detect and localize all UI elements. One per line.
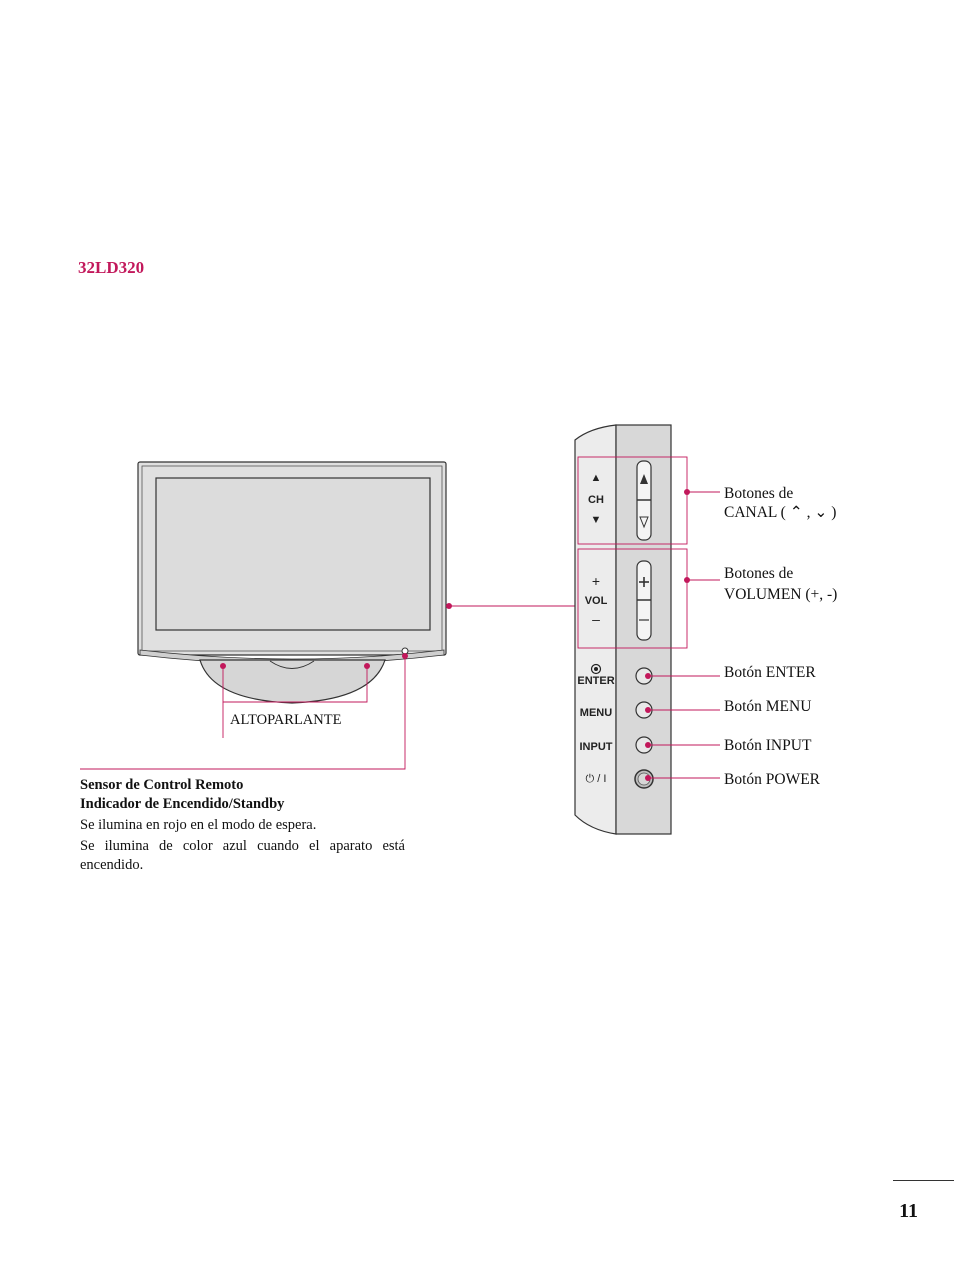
menu-button-label: Botón MENU	[724, 698, 812, 715]
ch-up-arrow-icon: ▲	[590, 472, 602, 484]
input-button-label: Botón INPUT	[724, 737, 812, 754]
power-symbol-icon: ⏻ / I	[585, 773, 607, 785]
page-number: 11	[899, 1200, 918, 1222]
vol-buttons-label: Botones de VOLUMEN (+, -)	[724, 564, 837, 604]
vol-label: VOL	[584, 595, 608, 607]
vol-buttons-line1: Botones de	[724, 565, 794, 582]
enter-label: ENTER	[577, 675, 615, 687]
power-on-description: Se ilumina de color azul cuando el apara…	[80, 838, 405, 873]
enter-button-label: Botón ENTER	[724, 664, 816, 681]
indicator-title: Indicador de Encendido/Standby	[80, 796, 285, 812]
model-title: 32LD320	[78, 258, 145, 277]
vol-minus-label: –	[592, 611, 600, 627]
sensor-callout	[80, 656, 406, 770]
vol-callout-box	[577, 548, 688, 649]
standby-description: Se ilumina en rojo en el modo de espera.	[80, 817, 317, 833]
ch-rocker	[636, 460, 652, 541]
ch-down-arrow-icon: ▼	[590, 514, 602, 526]
ch-label: CH	[588, 494, 604, 506]
input-label: INPUT	[579, 741, 613, 753]
menu-label: MENU	[579, 707, 613, 719]
vol-buttons-line2: VOLUMEN (+, -)	[724, 586, 838, 603]
vol-plus-label: +	[591, 573, 601, 589]
ch-buttons-line2: CANAL ( ⌃ , ⌄ )	[724, 504, 837, 521]
ch-callout-box	[577, 456, 688, 545]
ch-buttons-label: Botones de CANAL ( ⌃ , ⌄ )	[724, 484, 836, 522]
tv-front	[137, 461, 447, 665]
enter-symbol-icon	[590, 663, 602, 675]
vol-rocker	[636, 560, 652, 641]
speaker-label: ALTOPARLANTE	[230, 712, 342, 728]
sensor-title: Sensor de Control Remoto	[80, 777, 244, 793]
ch-buttons-line1: Botones de	[724, 485, 794, 502]
sensor-description: Sensor de Control Remoto Indicador de En…	[80, 776, 405, 875]
tv-screen	[155, 477, 431, 631]
tv-stand	[199, 659, 386, 704]
footer-rule	[893, 1180, 954, 1181]
speaker-callout	[222, 666, 368, 738]
power-button-label: Botón POWER	[724, 771, 821, 788]
